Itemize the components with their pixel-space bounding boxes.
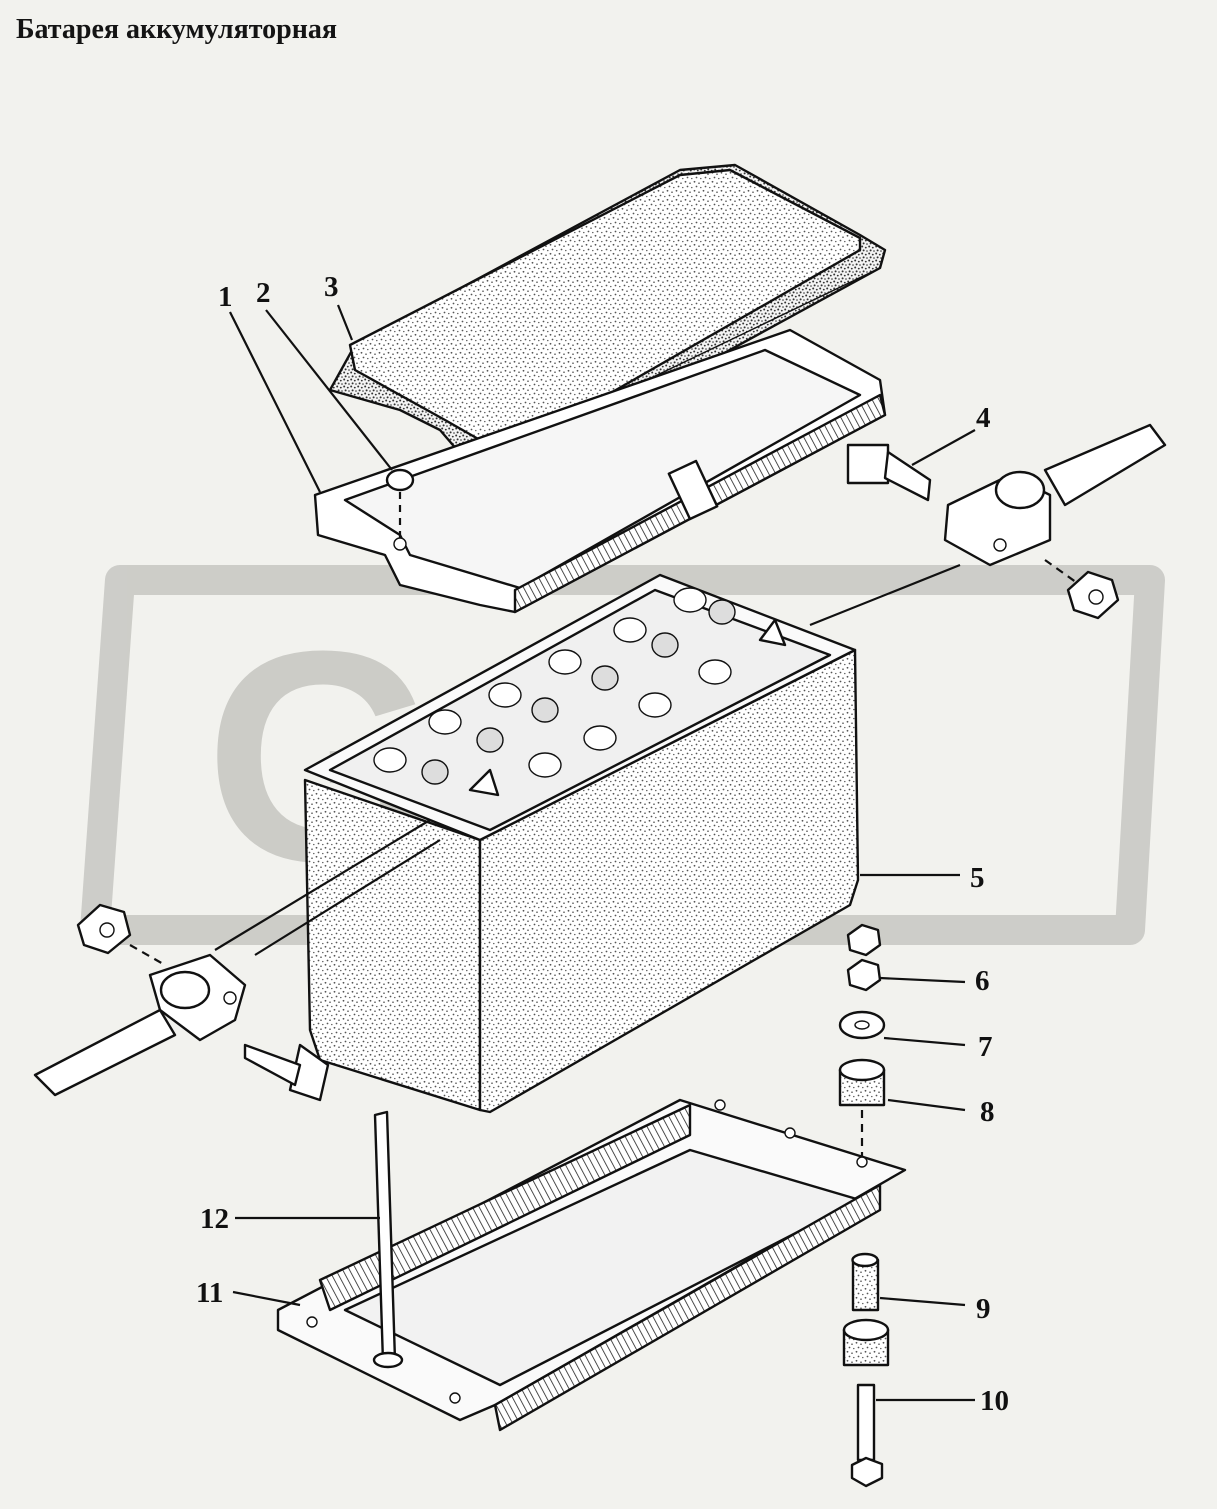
part-12-rod [372, 1110, 404, 1369]
part-1-frame [313, 328, 887, 614]
clamp-left [33, 819, 441, 1102]
leader-lines [229, 304, 976, 1402]
callout-8: 8 [980, 1096, 995, 1128]
callout-3: 3 [324, 271, 339, 303]
nut-left [76, 903, 132, 955]
callout-11: 11 [196, 1277, 223, 1309]
part-5-battery [303, 573, 860, 1114]
callout-6: 6 [975, 965, 990, 997]
mounting-stack-bottom [842, 1252, 890, 1488]
callout-7: 7 [978, 1031, 993, 1063]
part-10-bolt [856, 1383, 876, 1462]
frame-clip [667, 459, 719, 521]
mounting-stack-top [838, 923, 886, 1160]
part-9-spacer [851, 1258, 880, 1312]
callout-1: 1 [218, 281, 233, 313]
nut-right [1066, 570, 1120, 620]
callout-2: 2 [256, 277, 271, 309]
callout-5: 5 [970, 862, 985, 894]
callout-4: 4 [976, 402, 991, 434]
callout-9: 9 [976, 1293, 991, 1325]
part-6-nut [846, 958, 882, 992]
callouts: 1 2 3 4 5 6 7 8 9 10 11 12 [196, 271, 1009, 1417]
part-4-clamp-right [809, 423, 1167, 627]
positive-terminal [758, 618, 787, 647]
part-nut-upper [846, 923, 882, 957]
negative-terminal [468, 768, 500, 797]
battery-top-caps [373, 587, 787, 797]
callout-12: 12 [200, 1203, 229, 1235]
part-11-tray [276, 1098, 907, 1432]
part-2-screw [385, 468, 415, 540]
page-title: Батарея аккумуляторная [16, 14, 338, 45]
callout-10: 10 [980, 1385, 1009, 1417]
